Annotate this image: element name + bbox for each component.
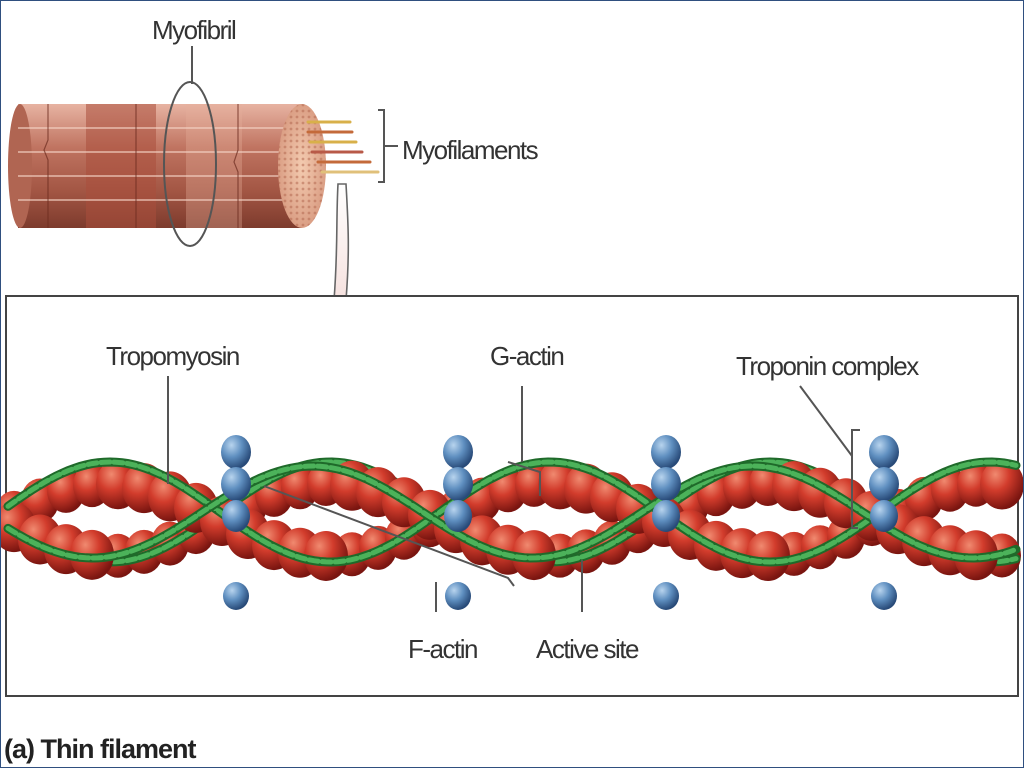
- label-g-actin: G-actin: [490, 341, 565, 371]
- troponin-complex: [443, 435, 473, 610]
- label-f-actin: F-actin: [408, 634, 478, 664]
- troponin-complex: [651, 435, 681, 610]
- troponin-subunit: [444, 500, 472, 532]
- g-actin-bead: [304, 530, 348, 581]
- label-tropomyosin: Tropomyosin: [106, 341, 240, 371]
- troponin-subunit: [445, 582, 471, 610]
- g-actin-bead: [746, 530, 790, 581]
- troponin-complex: [221, 435, 251, 610]
- myofibril-ring: [163, 81, 217, 247]
- troponin-bracket: [799, 385, 860, 529]
- g-actin-bracket: [507, 386, 541, 496]
- figure-caption: (a) Thin filament: [4, 734, 196, 764]
- tropomyosin-strand-highlight: [5, 463, 1019, 561]
- troponin-subunit: [443, 467, 473, 501]
- tropomyosin-strand-highlight: [5, 459, 1019, 565]
- troponin-subunit: [869, 435, 899, 469]
- troponin-subunit: [651, 467, 681, 501]
- myofibril-cylinder: [8, 104, 380, 228]
- label-troponin-complex: Troponin complex: [736, 351, 919, 381]
- troponin-subunit: [871, 582, 897, 610]
- label-myofibril: Myofibril: [152, 15, 237, 45]
- troponin-subunit: [652, 500, 680, 532]
- tropomyosin-front: [3, 457, 1021, 567]
- troponin-subunit: [223, 582, 249, 610]
- troponin-subunit: [222, 500, 250, 532]
- troponin-subunit: [869, 467, 899, 501]
- troponin-subunit: [443, 435, 473, 469]
- g-actin-bead: [980, 459, 1024, 510]
- troponin-subunit: [870, 500, 898, 532]
- label-active-site: Active site: [536, 634, 640, 664]
- f-actin-bracket: [263, 485, 515, 612]
- troponin-subunit: [221, 467, 251, 501]
- troponin-subunit: [221, 435, 251, 469]
- troponin-subunit: [651, 435, 681, 469]
- label-myofilaments: Myofilaments: [402, 135, 539, 165]
- myofilaments-bracket: [378, 109, 398, 183]
- troponin-subunit: [653, 582, 679, 610]
- troponin-complexes: [221, 435, 899, 610]
- troponin-complex: [869, 435, 899, 610]
